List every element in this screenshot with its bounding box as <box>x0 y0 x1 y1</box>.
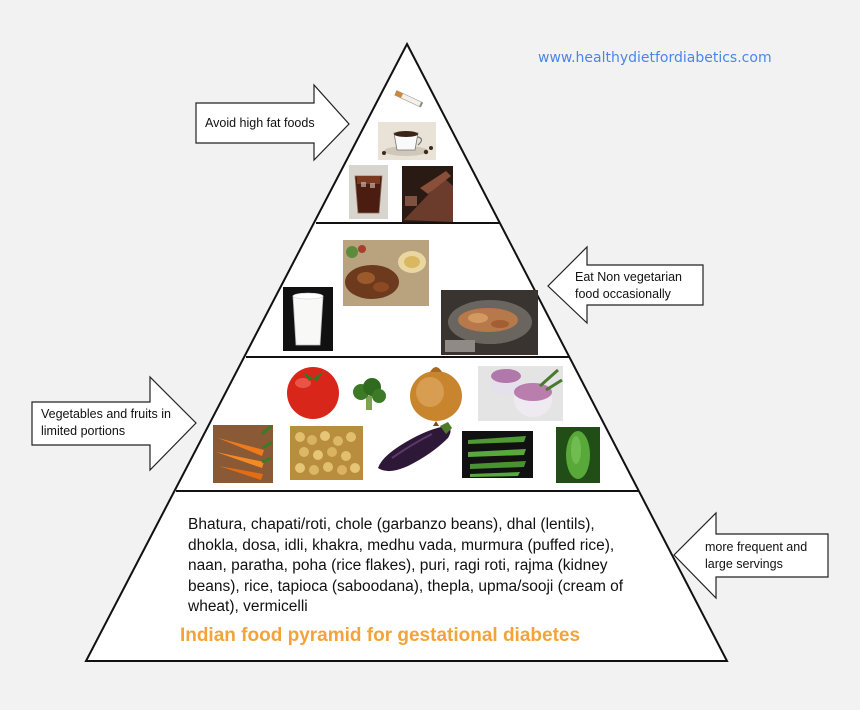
arrow-label-avoid-fat: Avoid high fat foods <box>205 116 315 130</box>
pyramid-outline <box>84 41 729 662</box>
meat-curry-icon <box>343 240 429 306</box>
pyramid-caption: Indian food pyramid for gestational diab… <box>179 625 581 646</box>
chocolate-icon <box>402 166 453 222</box>
eggplant-icon <box>378 422 452 472</box>
arrow-avoid-fat <box>195 83 350 162</box>
arrow-label-frequent: more frequent and large servings <box>705 540 808 571</box>
website-url[interactable]: www.healthydietfordiabetics.com <box>538 50 772 66</box>
okra-icon <box>462 431 533 478</box>
arrow-veg-fruits <box>31 375 197 472</box>
turnip-icon <box>478 366 563 421</box>
arrow-label-veg-fruits: Vegetables and fruits in limited portion… <box>41 407 171 438</box>
chickpeas-icon <box>290 426 363 480</box>
bitter-gourd-icon <box>556 427 600 483</box>
cola-glass-icon <box>349 165 388 219</box>
coffee-cup-icon <box>378 122 436 160</box>
arrow-label-non-veg: Eat Non vegetarian food occasionally <box>575 270 683 301</box>
grilled-fish-icon <box>441 290 538 355</box>
arrow-frequent <box>673 511 829 600</box>
cigarette-icon <box>394 90 424 108</box>
tomato-icon <box>287 367 339 419</box>
broccoli-icon <box>353 378 386 410</box>
milk-glass-icon <box>283 287 333 351</box>
onion-icon <box>410 367 462 426</box>
arrow-non-veg <box>547 245 704 325</box>
grains-food-list: Bhatura, chapati/roti, chole (garbanzo b… <box>188 516 624 615</box>
carrots-icon <box>213 424 273 483</box>
